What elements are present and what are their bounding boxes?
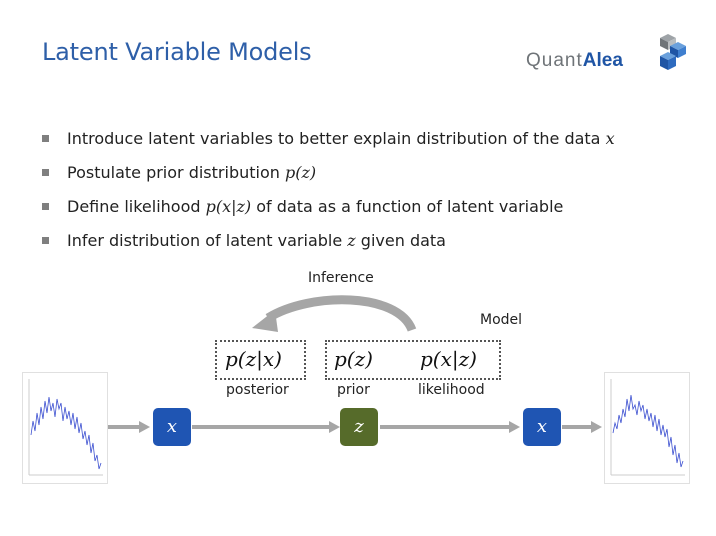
input-signal-plot xyxy=(28,379,103,476)
diagram-arrows xyxy=(107,295,602,433)
likelihood-label: likelihood xyxy=(418,382,485,398)
inference-arrowhead xyxy=(252,310,278,332)
bullet-square-icon xyxy=(42,169,49,176)
posterior-label: posterior xyxy=(226,382,289,398)
input-x-node: x xyxy=(153,408,191,446)
bullet-math: p(x|z) xyxy=(205,197,252,216)
bullet-text-after: given data xyxy=(355,231,446,250)
quantalea-logo: QuantAlea xyxy=(526,32,691,78)
bullet-math: p(z) xyxy=(284,163,317,182)
inference-label: Inference xyxy=(308,270,374,286)
bullet-square-icon xyxy=(42,135,49,142)
logo-quant-text: Quant xyxy=(526,50,583,71)
bullet-list: Introduce latent variables to better exp… xyxy=(42,128,682,264)
prior-label: prior xyxy=(337,382,370,398)
bullet-math: x xyxy=(605,129,615,148)
prior-math: p(z) xyxy=(334,347,373,371)
bullet-square-icon xyxy=(42,237,49,244)
bullet-square-icon xyxy=(42,203,49,210)
logo-alea-text: Alea xyxy=(582,50,623,71)
bullet-text: Postulate prior distribution xyxy=(67,163,285,182)
posterior-math: p(z|x) xyxy=(225,347,282,371)
bullet-item: Postulate prior distribution p(z) xyxy=(42,162,682,196)
latent-z-node: z xyxy=(340,408,378,446)
output-x-node: x xyxy=(523,408,561,446)
bullet-item: Infer distribution of latent variable z … xyxy=(42,230,682,264)
output-data-thumbnail xyxy=(604,372,690,484)
posterior-box xyxy=(215,340,306,380)
model-box xyxy=(325,340,501,380)
bullet-item: Define likelihood p(x|z) of data as a fu… xyxy=(42,196,682,230)
likelihood-math: p(x|z) xyxy=(420,347,477,371)
bullet-item: Introduce latent variables to better exp… xyxy=(42,128,682,162)
bullet-text: Infer distribution of latent variable xyxy=(67,231,348,250)
output-signal-plot xyxy=(610,379,685,476)
model-label: Model xyxy=(480,312,523,328)
bullet-math: z xyxy=(347,231,356,250)
inference-arrow xyxy=(265,295,417,333)
bullet-text: Define likelihood xyxy=(67,197,206,216)
bullet-text-after: of data as a function of latent variable xyxy=(251,197,564,216)
logo-cubes-icon xyxy=(660,34,686,70)
bullet-text: Introduce latent variables to better exp… xyxy=(67,129,606,148)
slide-title: Latent Variable Models xyxy=(42,38,312,66)
latent-model-diagram: Inference Model p(z|x) posterior p(z) pr… xyxy=(0,260,716,500)
input-data-thumbnail xyxy=(22,372,108,484)
